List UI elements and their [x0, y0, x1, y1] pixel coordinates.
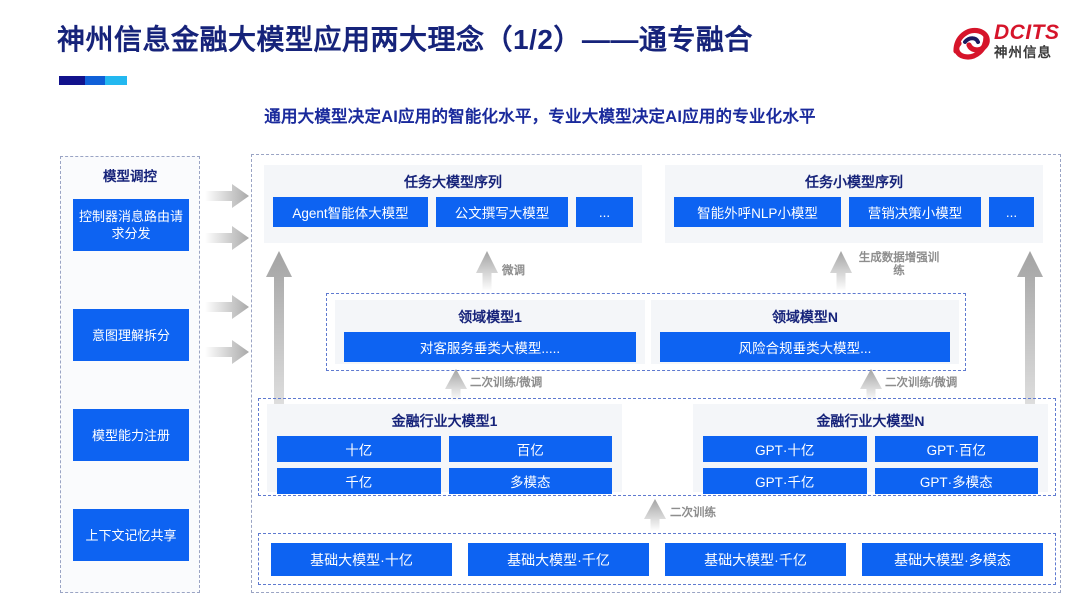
- chip-finn-gpt-ten-billion[interactable]: GPT·百亿: [874, 436, 1038, 462]
- control-item-capability-registry[interactable]: 模型能力注册: [73, 409, 189, 461]
- swirl-logo-icon: [953, 27, 990, 60]
- long-arrow-right-icon: [1017, 251, 1043, 491]
- group-finance-model-n: 金融行业大模型N GPT·十亿 GPT·百亿 GPT·千亿 GPT·多模态: [693, 404, 1048, 494]
- control-item-intent-parsing[interactable]: 意图理解拆分: [73, 309, 189, 361]
- group-domain-model-1: 领域模型1 对客服务垂类大模型.....: [335, 300, 645, 364]
- logo-text: DCITS 神州信息: [994, 22, 1060, 61]
- chip-row-domain-n: 风险合规垂类大模型...: [651, 332, 959, 371]
- group-task-small-models: 任务小模型序列 智能外呼NLP小模型 营销决策小模型 ...: [665, 165, 1043, 243]
- control-panel: 模型调控 控制器消息路由请求分发 意图理解拆分 模型能力注册 上下文记忆共享: [60, 156, 200, 593]
- panel-arrow-4-icon: [205, 340, 249, 364]
- retrain-center-arrow-icon: [644, 499, 666, 531]
- chip-finn-gpt-hundred-billion[interactable]: GPT·千亿: [703, 468, 867, 494]
- chip-outbound-nlp-model[interactable]: 智能外呼NLP小模型: [674, 197, 841, 227]
- group-title-finance-1: 金融行业大模型1: [391, 413, 498, 429]
- retrain-arrow-right-icon: [860, 369, 882, 401]
- logo-brand-en: DCITS: [994, 21, 1060, 44]
- chip-base-multimodal[interactable]: 基础大模型·多模态: [862, 543, 1043, 576]
- control-item-message-routing[interactable]: 控制器消息路由请求分发: [73, 199, 189, 251]
- chip-row-domain-1: 对客服务垂类大模型.....: [335, 332, 645, 371]
- chip-finn-gpt-billion[interactable]: GPT·十亿: [703, 436, 867, 462]
- accent-segment-3: [105, 76, 127, 85]
- base-models-wrapper: 基础大模型·十亿 基础大模型·千亿 基础大模型·千亿 基础大模型·多模态: [258, 533, 1056, 585]
- chip-fin1-billion[interactable]: 十亿: [277, 436, 441, 462]
- title-accent-bar: [59, 76, 127, 85]
- chip-row-base-models: 基础大模型·十亿 基础大模型·千亿 基础大模型·千亿 基础大模型·多模态: [259, 534, 1055, 585]
- chip-marketing-decision-model[interactable]: 营销决策小模型: [849, 197, 981, 227]
- chip-grid-finance-1: 十亿 百亿 千亿 多模态: [267, 436, 622, 502]
- chip-fin1-hundred-billion[interactable]: 千亿: [277, 468, 441, 494]
- finetune-arrow-icon: [476, 251, 498, 291]
- company-logo: DCITS 神州信息: [952, 20, 1076, 72]
- chip-row-task-small: 智能外呼NLP小模型 营销决策小模型 ...: [665, 197, 1043, 236]
- chip-fin1-multimodal[interactable]: 多模态: [448, 468, 612, 494]
- long-arrow-left-icon: [266, 251, 292, 491]
- chip-fin1-ten-billion[interactable]: 百亿: [448, 436, 612, 462]
- group-task-big-models: 任务大模型序列 Agent智能体大模型 公文撰写大模型 ...: [264, 165, 642, 243]
- model-stack-region: 任务大模型序列 Agent智能体大模型 公文撰写大模型 ... 任务小模型序列 …: [251, 154, 1061, 593]
- panel-arrow-2-icon: [205, 226, 249, 250]
- arrow-label-retrain-left: 二次训练/微调: [470, 377, 543, 389]
- accent-segment-2: [84, 76, 106, 85]
- data-augmentation-arrow-icon: [830, 251, 852, 291]
- arrow-label-gen-data-aug: 生成数据增强训练: [858, 252, 940, 277]
- group-domain-model-n: 领域模型N 风险合规垂类大模型...: [651, 300, 959, 364]
- chip-task-big-more[interactable]: ...: [576, 197, 633, 227]
- group-title-domain-1: 领域模型1: [458, 309, 522, 325]
- finance-models-wrapper: 金融行业大模型1 十亿 百亿 千亿 多模态 金融行业大模型N GPT·十亿 GP…: [258, 398, 1056, 496]
- chip-customer-service-vertical-model[interactable]: 对客服务垂类大模型.....: [344, 332, 636, 362]
- arrow-label-fine-tune: 微调: [502, 265, 525, 277]
- arrow-label-retrain-right: 二次训练/微调: [885, 377, 958, 389]
- arrow-label-retrain-center: 二次训练: [670, 507, 716, 519]
- page-subtitle: 通用大模型决定AI应用的智能化水平，专业大模型决定AI应用的专业化水平: [264, 108, 816, 126]
- group-title-task-big: 任务大模型序列: [404, 174, 502, 190]
- group-title-task-small: 任务小模型序列: [805, 174, 903, 190]
- page-title: 神州信息金融大模型应用两大理念（1/2）——通专融合: [57, 24, 753, 55]
- logo-brand-cn: 神州信息: [994, 45, 1052, 60]
- chip-base-billion[interactable]: 基础大模型·十亿: [271, 543, 452, 576]
- control-panel-title: 模型调控: [103, 169, 157, 184]
- panel-arrow-3-icon: [205, 295, 249, 319]
- page-header: 神州信息金融大模型应用两大理念（1/2）——通专融合 通用大模型决定AI应用的智…: [0, 0, 1080, 140]
- group-title-domain-n: 领域模型N: [771, 309, 839, 325]
- domain-models-wrapper: 领域模型1 对客服务垂类大模型..... 领域模型N 风险合规垂类大模型...: [326, 293, 966, 371]
- chip-grid-finance-n: GPT·十亿 GPT·百亿 GPT·千亿 GPT·多模态: [693, 436, 1048, 502]
- chip-agent-model[interactable]: Agent智能体大模型: [273, 197, 428, 227]
- chip-document-writing-model[interactable]: 公文撰写大模型: [436, 197, 568, 227]
- group-finance-model-1: 金融行业大模型1 十亿 百亿 千亿 多模态: [267, 404, 622, 494]
- panel-arrow-1-icon: [205, 184, 249, 208]
- chip-base-trillion[interactable]: 基础大模型·千亿: [665, 543, 846, 576]
- chip-risk-compliance-vertical-model[interactable]: 风险合规垂类大模型...: [660, 332, 950, 362]
- chip-task-small-more[interactable]: ...: [989, 197, 1034, 227]
- accent-segment-1: [59, 76, 85, 85]
- architecture-diagram: 模型调控 控制器消息路由请求分发 意图理解拆分 模型能力注册 上下文记忆共享: [0, 140, 1080, 608]
- chip-finn-gpt-multimodal[interactable]: GPT·多模态: [874, 468, 1038, 494]
- retrain-arrow-left-icon: [445, 369, 467, 401]
- chip-base-hundred-billion[interactable]: 基础大模型·千亿: [468, 543, 649, 576]
- group-title-finance-n: 金融行业大模型N: [816, 413, 925, 429]
- chip-row-task-big: Agent智能体大模型 公文撰写大模型 ...: [264, 197, 642, 236]
- control-item-context-memory[interactable]: 上下文记忆共享: [73, 509, 189, 561]
